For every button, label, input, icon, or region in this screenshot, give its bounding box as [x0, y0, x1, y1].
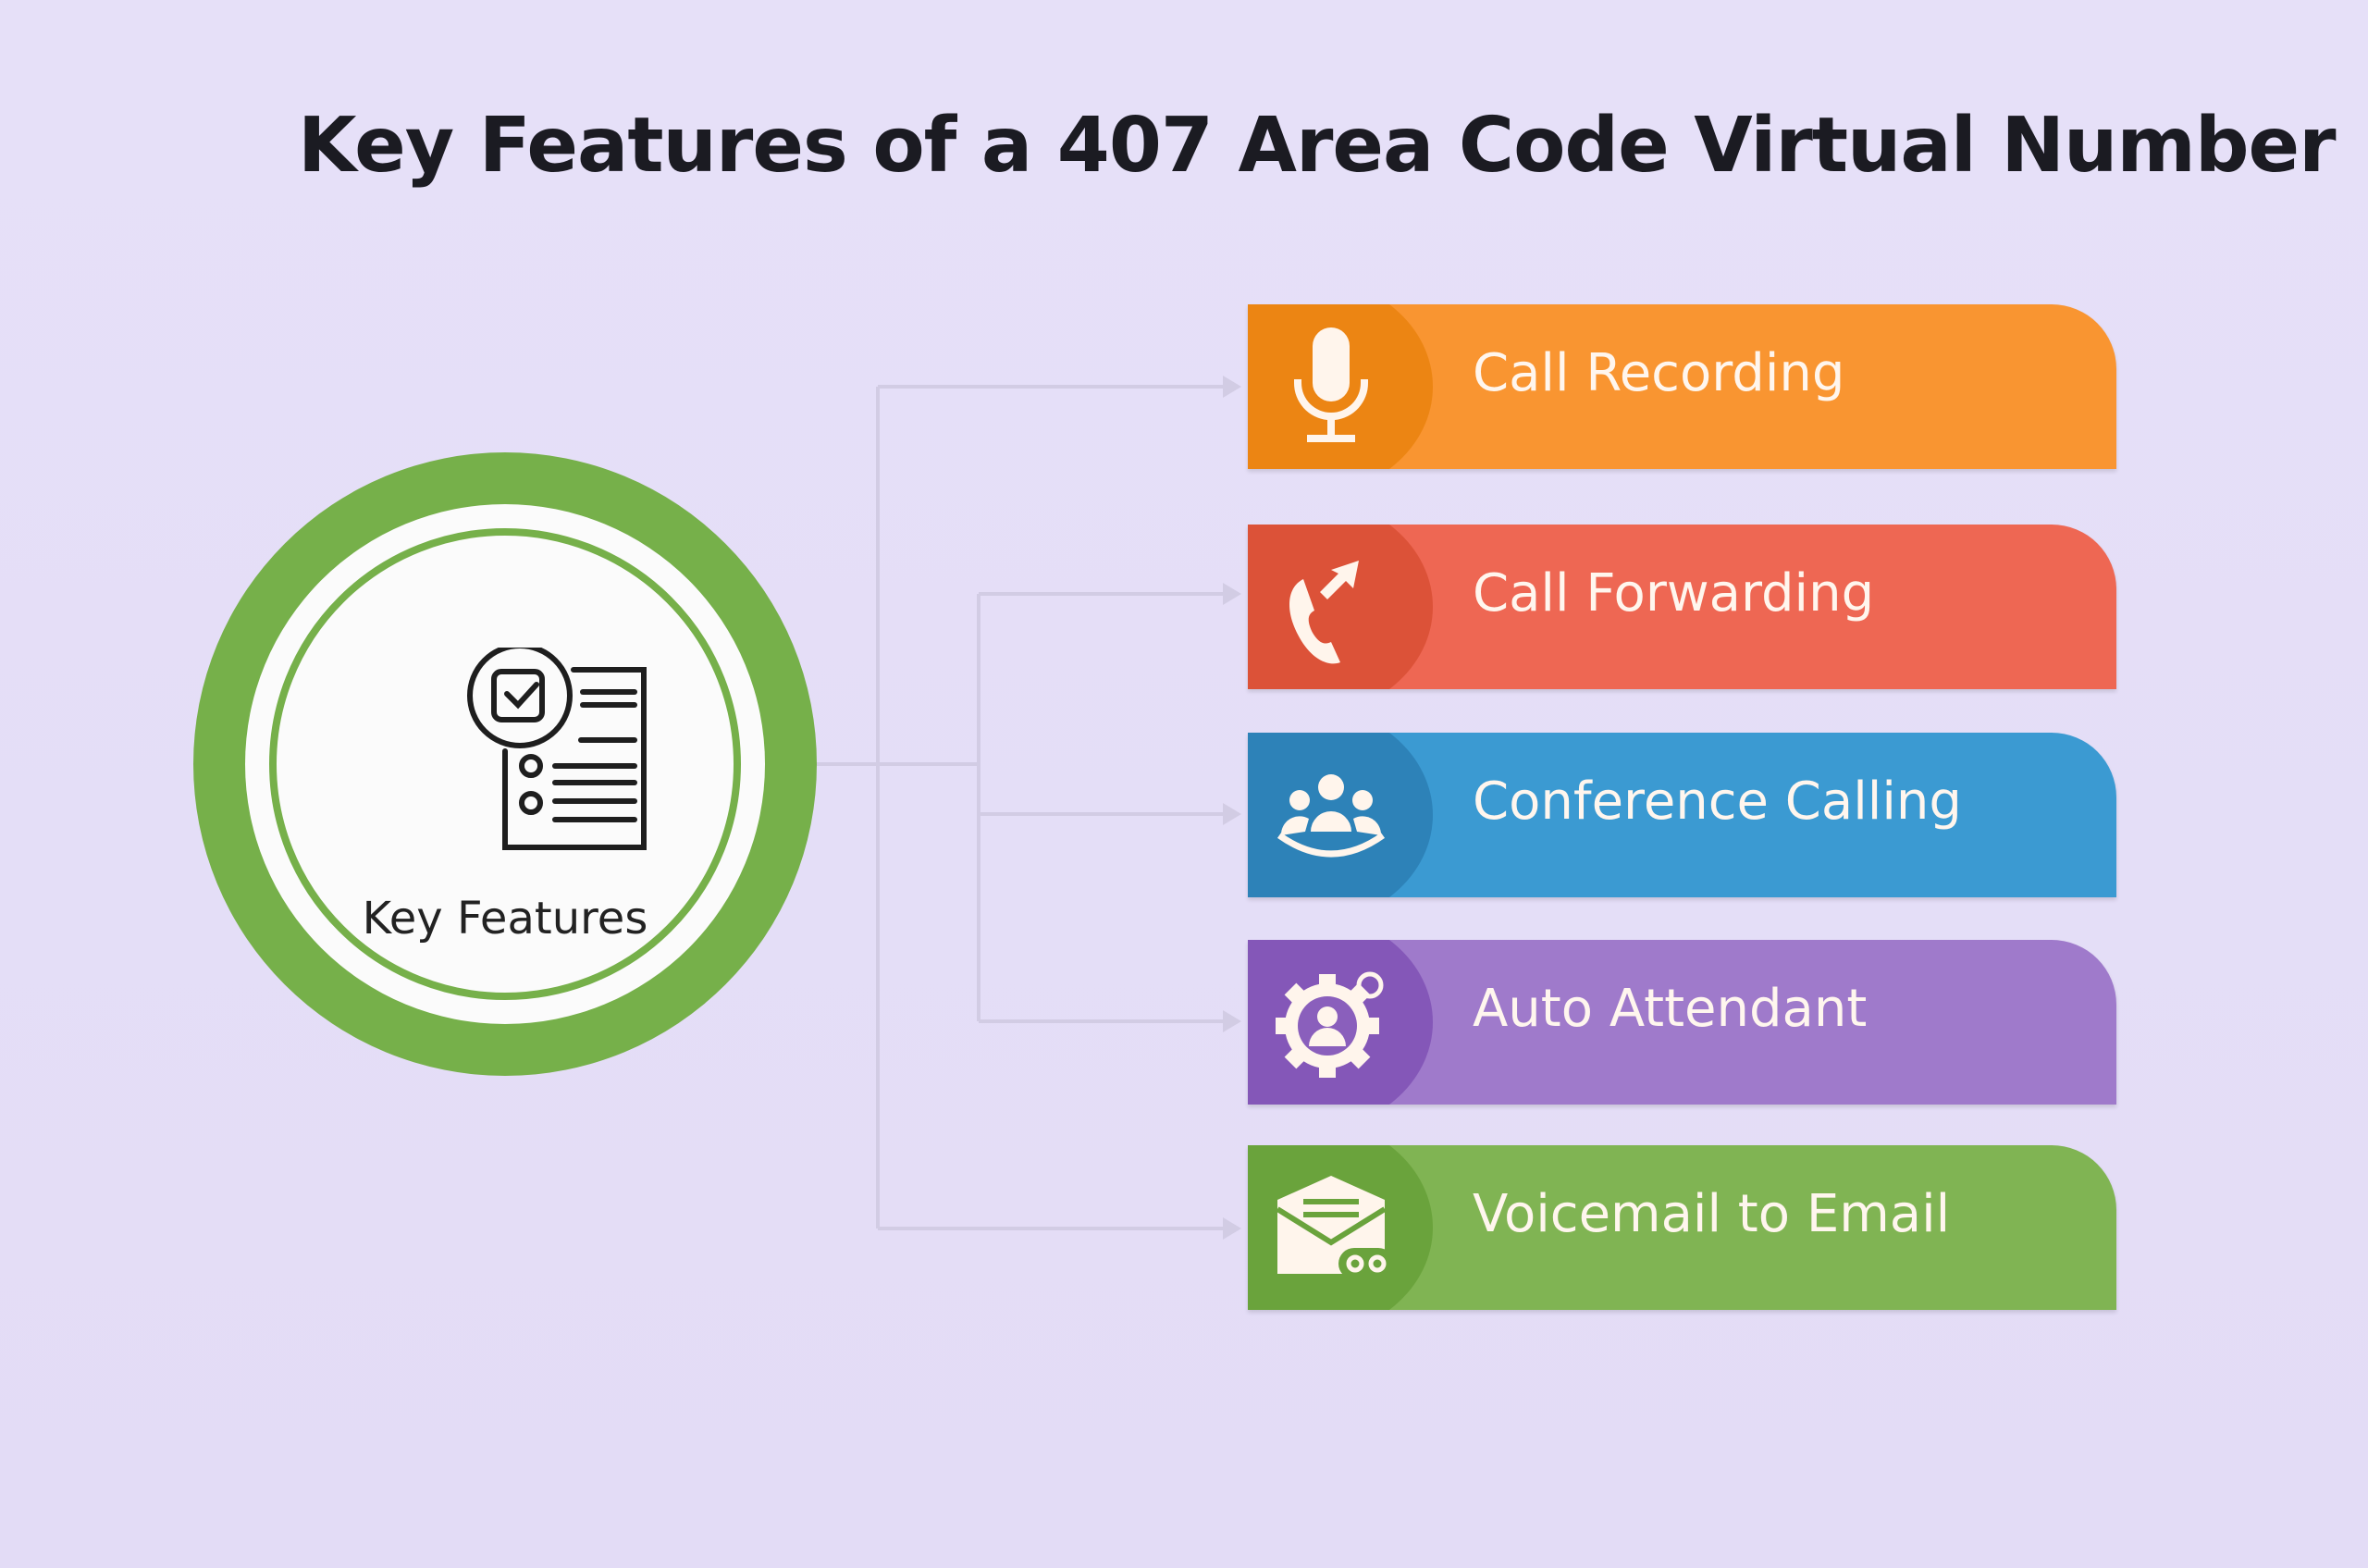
feature-label: Voicemail to Email — [1473, 1184, 1951, 1244]
feature-label: Auto Attendant — [1473, 979, 1868, 1039]
group-icon — [1276, 774, 1386, 858]
phone-forward-icon — [1289, 561, 1359, 664]
feature-voicemail-to-email: Voicemail to Email — [1248, 1145, 2116, 1310]
feature-call-forwarding: Call Forwarding — [1248, 525, 2116, 689]
key-features-hub: Key Features — [193, 452, 817, 1076]
feature-conference-calling: Conference Calling — [1248, 733, 2116, 897]
feature-label: Call Recording — [1473, 343, 1845, 403]
gear-user-icon — [1276, 971, 1384, 1078]
page-title: Key Features of a 407 Area Code Virtual … — [298, 102, 2337, 190]
feature-auto-attendant: Auto Attendant — [1248, 940, 2116, 1105]
checklist-document-icon — [467, 648, 647, 850]
feature-call-recording: Call Recording — [1248, 304, 2116, 469]
feature-label: Conference Calling — [1473, 772, 1962, 832]
microphone-icon — [1293, 327, 1369, 442]
feature-label: Call Forwarding — [1473, 563, 1875, 623]
hub-label: Key Features — [362, 893, 648, 945]
voicemail-email-icon — [1276, 1176, 1394, 1279]
